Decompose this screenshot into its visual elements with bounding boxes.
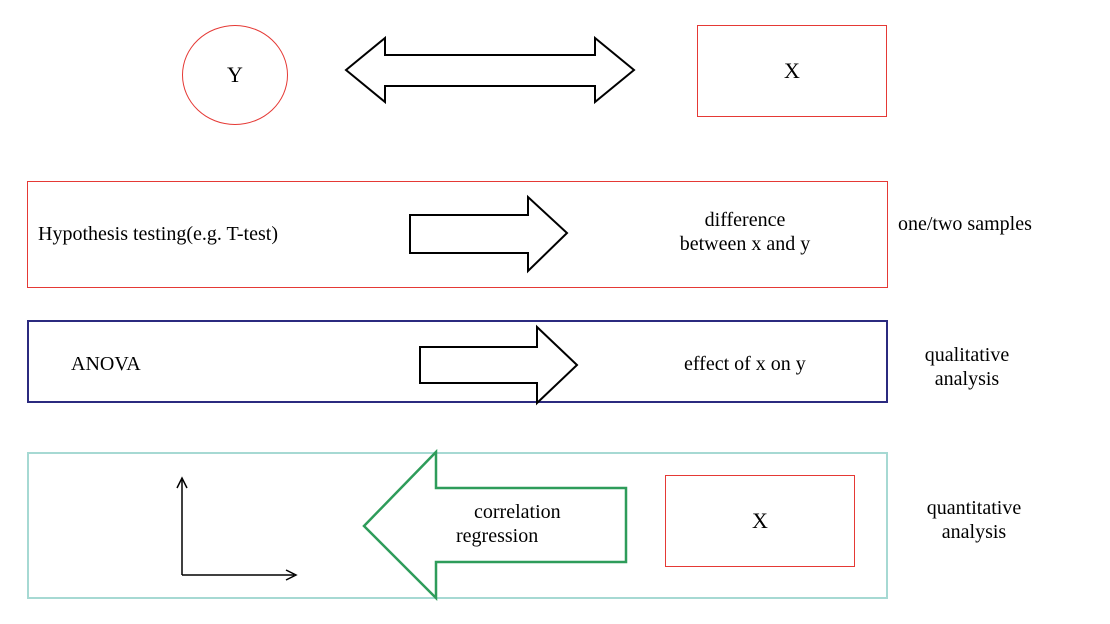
- anova-side-line2: analysis: [934, 368, 1000, 390]
- hypothesis-result-line2: between x and y: [679, 233, 811, 255]
- x-box-top: X: [697, 25, 887, 117]
- right-arrow-icon-hypothesis: [409, 194, 569, 274]
- quantitative-side-label: quantitative analysis: [912, 496, 1036, 544]
- anova-result-label: effect of x on y: [684, 353, 806, 375]
- anova-side-label: qualitative analysis: [912, 343, 1022, 391]
- hypothesis-side-label: one/two samples: [898, 213, 1032, 235]
- quantitative-side-line2: analysis: [941, 521, 1007, 543]
- anova-method-label: ANOVA: [71, 353, 141, 375]
- anova-side-line1: qualitative: [924, 344, 1010, 366]
- hypothesis-result-label: difference between x and y: [660, 208, 830, 256]
- hypothesis-result-line1: difference: [704, 209, 786, 231]
- hypothesis-method-label: Hypothesis testing(e.g. T-test): [38, 223, 278, 245]
- correlation-label: correlation: [474, 501, 561, 523]
- anova-row: [27, 320, 888, 403]
- correlation-regression-label: correlation regression: [456, 500, 616, 548]
- hypothesis-testing-row: [27, 181, 888, 288]
- y-ellipse: Y: [182, 25, 288, 125]
- double-arrow-icon: [344, 35, 636, 105]
- x-label-inner: X: [752, 508, 768, 533]
- y-label: Y: [227, 62, 243, 87]
- regression-label: regression: [456, 525, 539, 547]
- right-arrow-icon-anova: [419, 324, 579, 406]
- x-label-top: X: [784, 58, 800, 83]
- quantitative-side-line1: quantitative: [926, 497, 1022, 519]
- left-arrow-icon-green: [362, 448, 628, 602]
- axes-icon: [176, 476, 298, 581]
- x-box-inner: X: [665, 475, 855, 567]
- quantitative-row: [27, 452, 888, 599]
